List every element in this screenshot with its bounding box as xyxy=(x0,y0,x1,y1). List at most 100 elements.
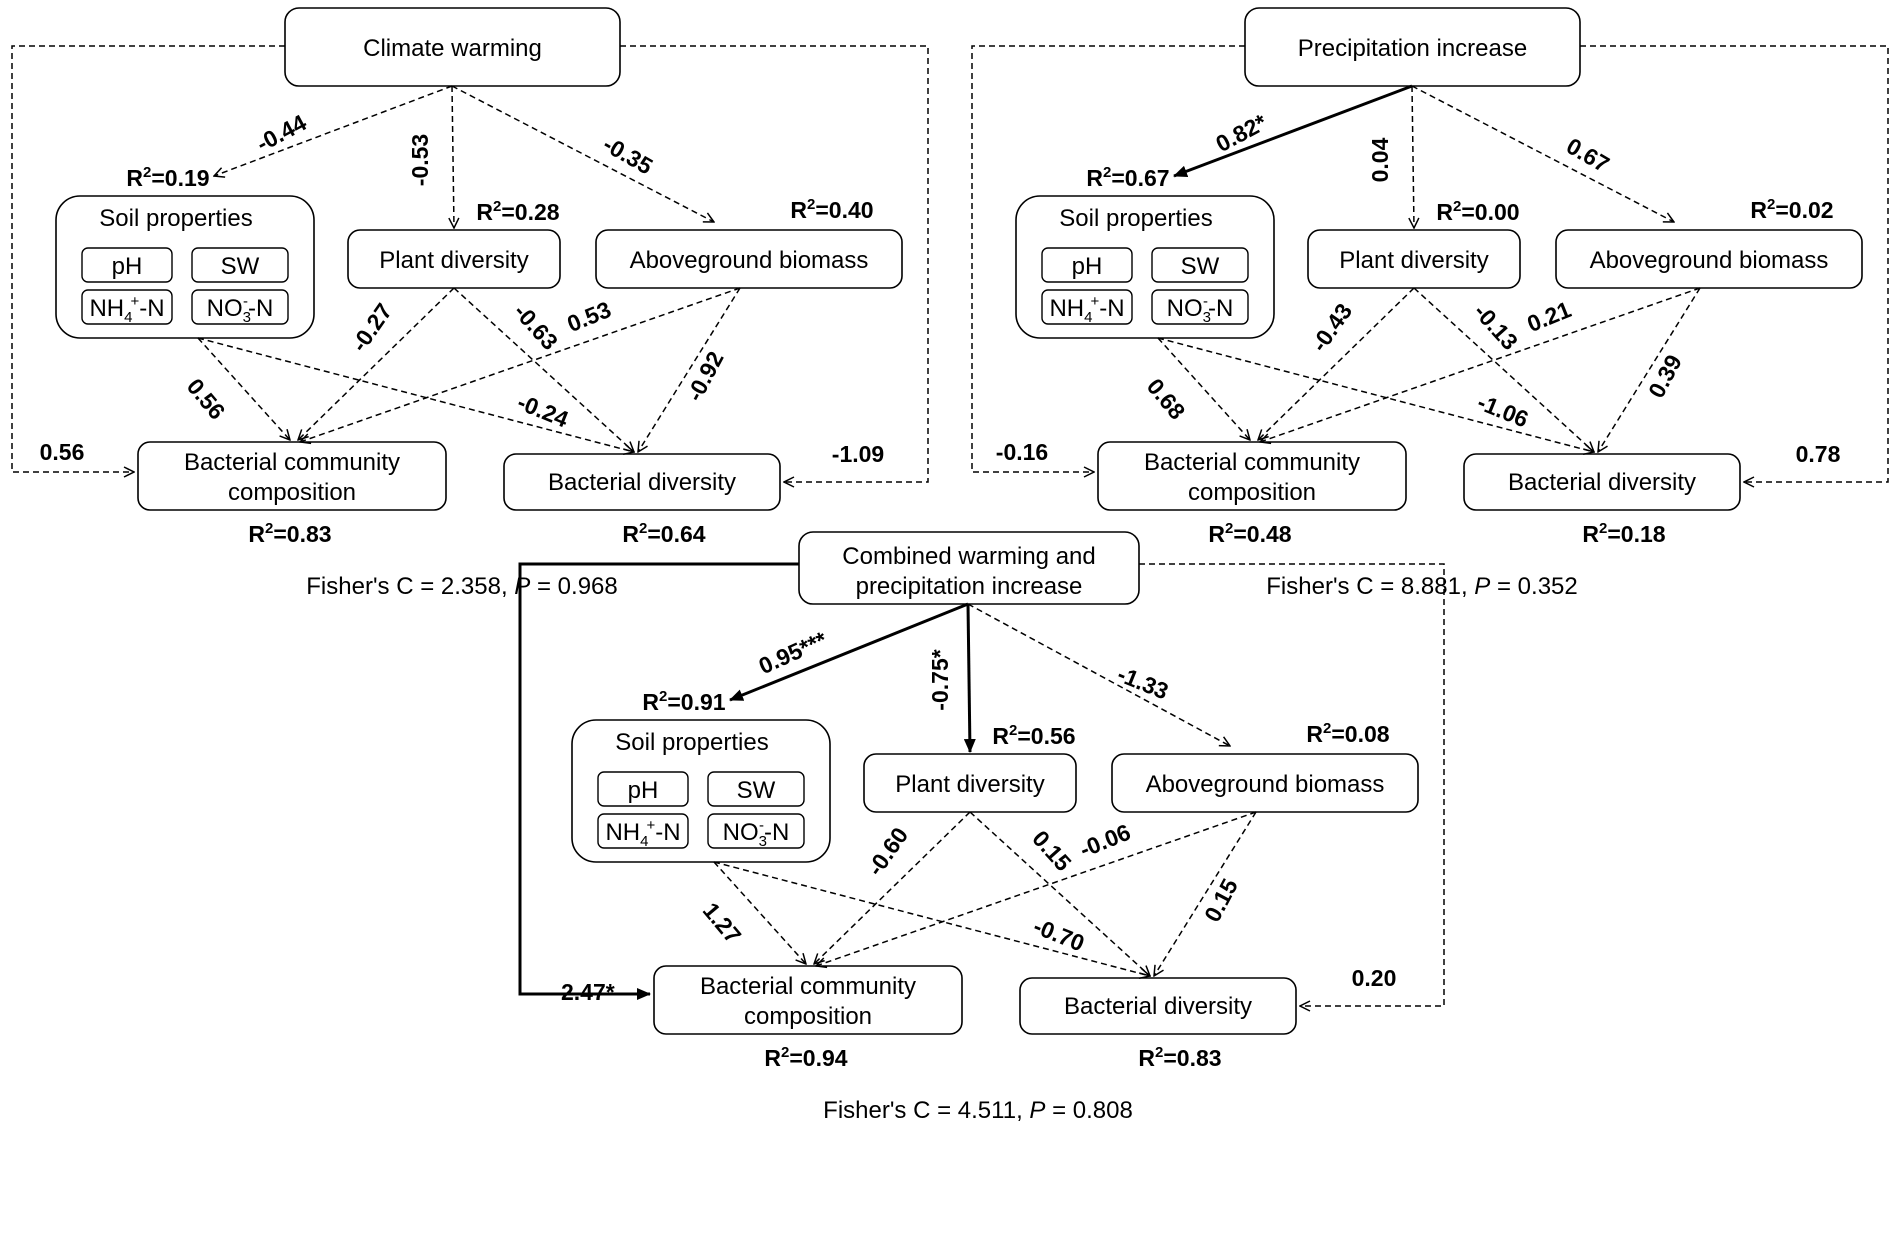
bacterial-community-label-line2: composition xyxy=(744,1003,872,1030)
arrow-driver-bd xyxy=(1139,563,1445,1006)
aboveground-biomass-box xyxy=(1111,753,1419,813)
no3-label: NO3--N xyxy=(1167,293,1234,326)
no3-label: NO3--N xyxy=(207,293,274,326)
aboveground-biomass-box xyxy=(595,229,903,289)
coef-d-soil: -0.44 xyxy=(252,109,311,157)
bacterial-diversity-label: Bacterial diversity xyxy=(1508,469,1696,496)
aboveground-biomass-box xyxy=(1555,229,1863,289)
plant-diversity-label: Plant diversity xyxy=(895,771,1044,798)
r2-agb: R2=0.08 xyxy=(1306,720,1389,747)
arrow-soil-bcc xyxy=(713,861,806,964)
bacterial-community-label-line1: Bacterial community xyxy=(700,973,916,1000)
nh4-box xyxy=(597,813,689,849)
no3-box xyxy=(1151,289,1249,325)
driver-label-line1: Combined warming and xyxy=(842,543,1095,570)
r2-bcc: R2=0.48 xyxy=(1208,520,1291,547)
arrow-soil-bcc xyxy=(197,337,290,440)
r2-bd: R2=0.83 xyxy=(1138,1044,1221,1071)
nh4-label: NH4+-N xyxy=(605,817,680,850)
ph-box xyxy=(597,771,689,807)
aboveground-biomass-label: Aboveground biomass xyxy=(630,247,869,274)
coef-agb-bd: 0.15 xyxy=(1199,874,1243,926)
coef-d-bd: 0.78 xyxy=(1796,441,1841,467)
coef-d-plant: -0.75* xyxy=(927,649,953,710)
fisher-c-stat: Fisher's C = 4.511, P = 0.808 xyxy=(823,1097,1133,1124)
arrow-agb-bd xyxy=(638,287,741,452)
arrow-soil-bcc xyxy=(1157,337,1250,440)
bacterial-community-box xyxy=(653,965,963,1035)
arrow-driver-plant xyxy=(1412,85,1414,228)
arrow-driver-agb xyxy=(451,85,714,222)
driver-label: Climate warming xyxy=(363,35,542,62)
arrow-driver-bcc xyxy=(11,45,285,472)
coef-soil-bd: -1.06 xyxy=(1474,389,1532,433)
bacterial-diversity-box xyxy=(1019,977,1297,1035)
arrow-driver-agb xyxy=(1411,85,1674,222)
arrow-plant-bcc xyxy=(298,287,455,440)
r2-agb: R2=0.40 xyxy=(790,196,873,223)
coef-d-plant: -0.53 xyxy=(407,134,433,186)
ph-label: pH xyxy=(112,253,143,280)
bacterial-community-label-line2: composition xyxy=(228,479,356,506)
bacterial-community-box xyxy=(137,441,447,511)
arrow-driver-bd xyxy=(1580,45,1889,482)
arrow-agb-bcc xyxy=(1260,287,1701,442)
r2-bd: R2=0.64 xyxy=(622,520,705,547)
nh4-label: NH4+-N xyxy=(89,293,164,326)
coef-agb-bcc: 0.21 xyxy=(1523,296,1574,337)
coef-plant-bd: -0.13 xyxy=(1469,298,1523,354)
driver-label-line2: precipitation increase xyxy=(856,573,1083,600)
sw-box xyxy=(707,771,805,807)
bacterial-diversity-box xyxy=(1463,453,1741,511)
soil-properties-label: Soil properties xyxy=(1059,205,1212,232)
ph-label: pH xyxy=(1072,253,1103,280)
sw-label: SW xyxy=(221,253,260,280)
r2-bcc: R2=0.94 xyxy=(764,1044,847,1071)
coef-agb-bd: 0.39 xyxy=(1643,350,1687,402)
arrow-driver-soil xyxy=(729,602,969,702)
arrow-soil-bd xyxy=(1157,337,1594,452)
arrow-driver-plant xyxy=(963,603,976,753)
soil-properties-label: Soil properties xyxy=(99,205,252,232)
no3-label: NO3--N xyxy=(723,817,790,850)
coef-agb-bcc: -0.06 xyxy=(1076,819,1134,863)
bacterial-diversity-label: Bacterial diversity xyxy=(1064,993,1252,1020)
sw-label: SW xyxy=(1181,253,1220,280)
bacterial-diversity-label: Bacterial diversity xyxy=(548,469,736,496)
nh4-box xyxy=(81,289,173,325)
coef-d-agb: -0.35 xyxy=(599,131,658,180)
coef-soil-bcc: 0.68 xyxy=(1142,373,1191,424)
coef-d-soil: 0.95*** xyxy=(755,626,831,679)
arrow-driver-bcc xyxy=(518,562,799,1000)
bacterial-community-box xyxy=(1097,441,1407,511)
fisher-c-stat: Fisher's C = 2.358, P = 0.968 xyxy=(306,573,617,600)
arrow-plant-bd xyxy=(453,287,634,452)
no3-box xyxy=(191,289,289,325)
r2-soil: R2=0.19 xyxy=(126,164,209,191)
coef-d-bcc: -0.16 xyxy=(996,439,1048,465)
r2-plant: R2=0.00 xyxy=(1436,198,1519,225)
aboveground-biomass-label: Aboveground biomass xyxy=(1146,771,1385,798)
r2-soil: R2=0.91 xyxy=(642,688,725,715)
coef-d-bcc: 0.56 xyxy=(40,439,85,465)
coef-plant-bcc: -0.27 xyxy=(346,298,397,356)
coef-d-bcc: -2.47* xyxy=(553,979,614,1005)
plant-diversity-label: Plant diversity xyxy=(379,247,528,274)
arrow-soil-bd xyxy=(713,861,1150,976)
driver-label: Precipitation increase xyxy=(1298,35,1527,62)
coef-d-agb: 0.67 xyxy=(1562,133,1614,178)
ph-box xyxy=(1041,247,1133,283)
bacterial-community-label-line2: composition xyxy=(1188,479,1316,506)
aboveground-biomass-label: Aboveground biomass xyxy=(1590,247,1829,274)
r2-soil: R2=0.67 xyxy=(1086,164,1169,191)
coef-d-plant: 0.04 xyxy=(1367,137,1393,182)
coef-plant-bd: 0.15 xyxy=(1027,825,1076,876)
plant-diversity-label: Plant diversity xyxy=(1339,247,1488,274)
arrow-driver-bd xyxy=(620,45,929,482)
r2-plant: R2=0.56 xyxy=(992,722,1075,749)
coef-agb-bd: -0.92 xyxy=(681,347,729,406)
arrow-driver-plant xyxy=(452,85,454,228)
ph-box xyxy=(81,247,173,283)
coef-soil-bcc: 1.27 xyxy=(698,897,747,948)
